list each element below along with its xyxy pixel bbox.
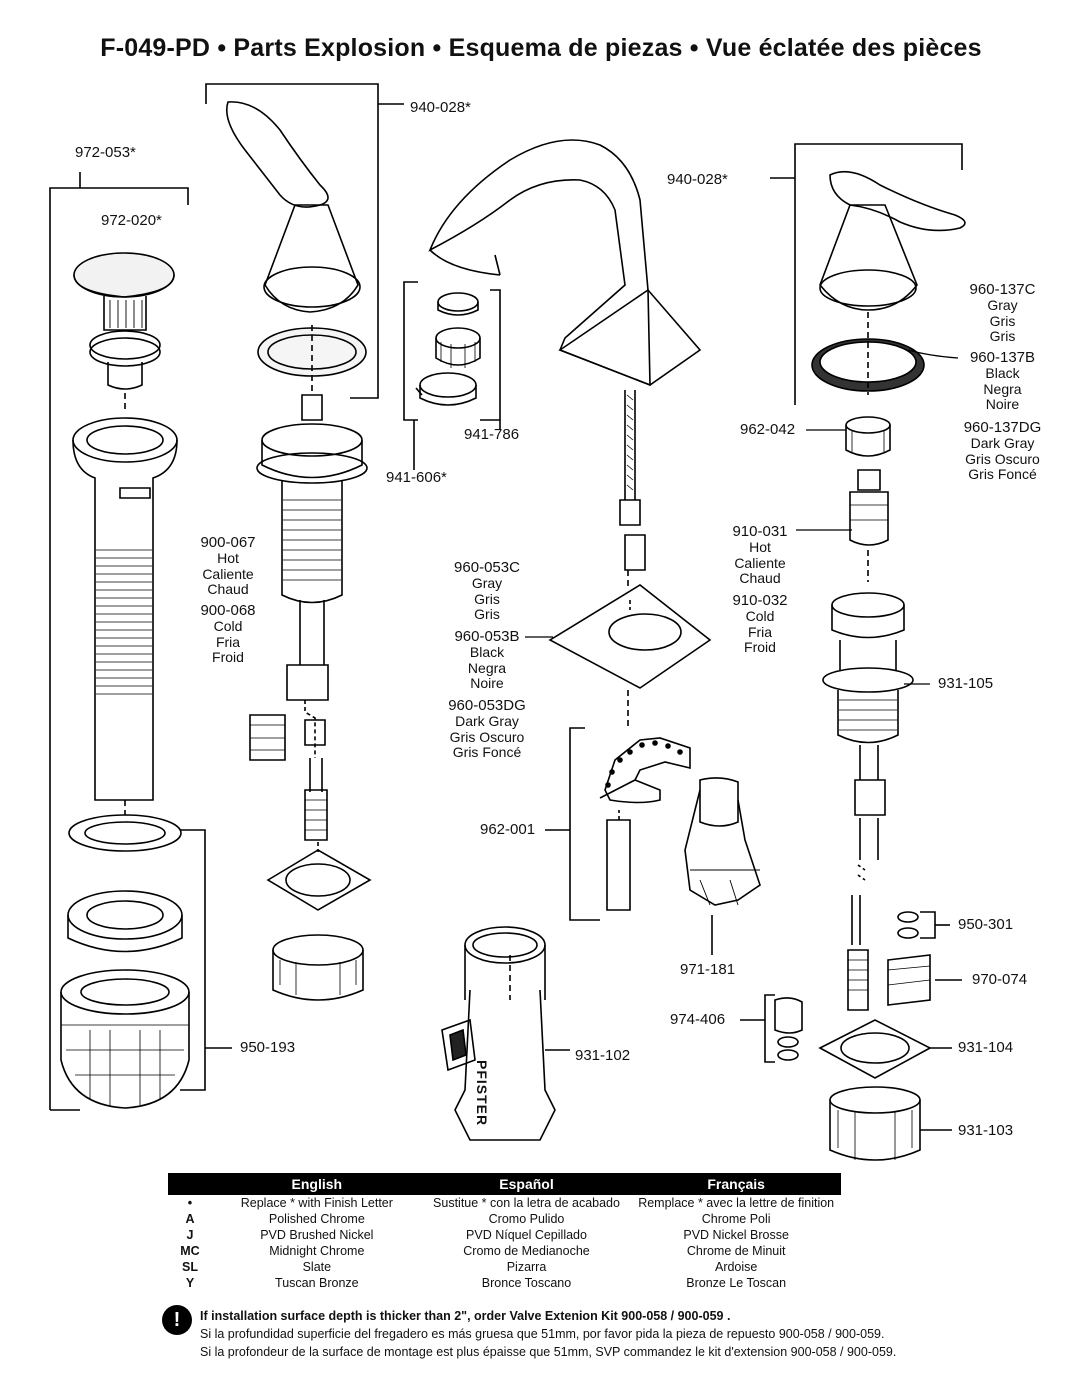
label-960-137C: 960-137C Gray Gris Gris [969, 281, 1036, 344]
label-931-104: 931-104 [958, 1039, 1014, 1056]
legend-header-english: English [291, 1176, 343, 1192]
label-974-406: 974-406 [670, 1011, 726, 1028]
spout-assembly [403, 139, 761, 1141]
label-910-032: 910-032 Cold Fria Froid [732, 592, 788, 655]
label-950-193: 950-193 [240, 1039, 296, 1056]
legend-header-french: Français [707, 1176, 765, 1192]
label-972-020: 972-020* [101, 212, 162, 229]
legend-row: MC Midnight Chrome Cromo de Medianoche C… [180, 1244, 786, 1258]
parts-explosion-diagram [49, 83, 966, 1161]
legend-row: Y Tuscan Bronze Bronce Toscano Bronze Le… [185, 1276, 787, 1290]
brand-stamp: PFISTER [474, 1060, 490, 1127]
legend-header-spanish: Español [499, 1176, 554, 1192]
label-931-103: 931-103 [958, 1122, 1014, 1139]
label-940-028-right: 940-028* [667, 171, 728, 188]
note-english: If installation surface depth is thicker… [200, 1309, 731, 1323]
label-931-105: 931-105 [938, 675, 994, 692]
label-950-301: 950-301 [958, 916, 1014, 933]
legend-header: English Español Français [168, 1173, 841, 1195]
drain-assembly [49, 172, 232, 1111]
label-941-786: 941-786 [464, 426, 520, 443]
legend-row: A Polished Chrome Cromo Pulido Chrome Po… [185, 1212, 771, 1226]
finish-legend: English Español Français • Replace * wit… [168, 1173, 841, 1291]
label-960-137B: 960-137B Black Negra Noire [969, 349, 1036, 412]
label-971-181: 971-181 [680, 961, 736, 978]
label-970-074: 970-074 [972, 971, 1028, 988]
legend-row: SL Slate Pizarra Ardoise [182, 1260, 758, 1274]
label-931-102: 931-102 [575, 1047, 631, 1064]
legend-row: J PVD Brushed Nickel PVD Níquel Cepillad… [186, 1228, 789, 1242]
label-960-137DG: 960-137DG Dark Gray Gris Oscuro Gris Fon… [963, 419, 1042, 482]
warning-icon: ! [162, 1305, 192, 1335]
label-940-028-left: 940-028* [410, 99, 471, 116]
label-972-053: 972-053* [75, 144, 136, 161]
left-handle-valve [205, 83, 404, 1001]
label-960-053DG: 960-053DG Dark Gray Gris Oscuro Gris Fon… [448, 697, 526, 760]
label-910-031: 910-031 Hot Caliente Chaud [732, 523, 788, 586]
page-title: F-049-PD • Parts Explosion • Esquema de … [100, 34, 982, 62]
right-handle-valve [740, 143, 966, 1161]
legend-row: • Replace * with Finish Letter Sustitue … [187, 1196, 835, 1210]
label-962-042: 962-042 [740, 421, 796, 438]
label-960-053B: 960-053B Black Negra Noire [454, 628, 520, 691]
leader-lines [525, 349, 959, 685]
label-941-606: 941-606* [386, 469, 447, 486]
label-962-001: 962-001 [480, 821, 536, 838]
label-900-067: 900-067 Hot Caliente Chaud [200, 534, 256, 597]
label-900-068: 900-068 Cold Fria Froid [200, 602, 256, 665]
note-spanish: Si la profundidad superficie del fregade… [200, 1327, 885, 1341]
note-french: Si la profondeur de la surface de montag… [200, 1345, 897, 1359]
label-960-053C: 960-053C Gray Gris Gris [454, 559, 520, 622]
